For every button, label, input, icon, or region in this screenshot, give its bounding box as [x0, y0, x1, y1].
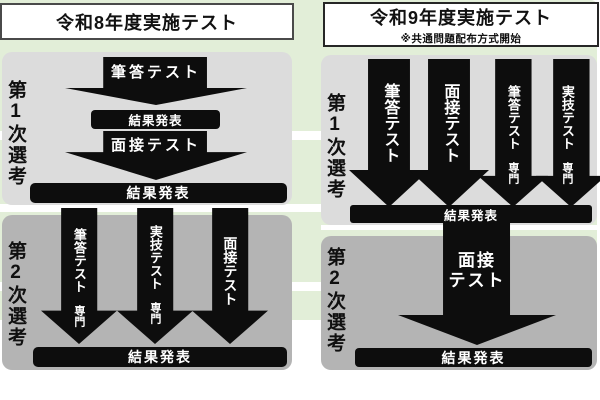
arrow-label-line2: テスト — [448, 271, 506, 290]
arrow-interview-test-big: 面接 テスト — [398, 222, 556, 345]
row-separator — [0, 204, 597, 212]
result-label: 結果発表 — [126, 185, 191, 201]
arrow-written-test: 筆答テスト — [349, 59, 429, 207]
arrow-suffix: 専門 — [560, 162, 573, 184]
arrow-written-test-specialized: 筆答テスト専門 — [478, 59, 548, 207]
arrow-practical-test-specialized: 実技テスト専門 — [536, 59, 600, 207]
result-bar-left-stage2: 結果発表 — [33, 347, 287, 367]
result-bar-left-stage1: 結果発表 — [30, 183, 287, 203]
result-label: 結果発表 — [128, 114, 183, 128]
result-bar-right-stage2: 結果発表 — [355, 348, 592, 367]
title-box-reiwa8: 令和8年度実施テスト — [0, 3, 294, 40]
row-separator — [0, 282, 597, 291]
arrow-label: 面接テスト — [110, 137, 201, 154]
arrow-label: 筆答テスト — [110, 64, 201, 81]
arrow-written-test: 筆答テスト — [65, 57, 247, 105]
arrow-label: 筆答テスト — [505, 85, 521, 150]
arrow-label: 実技テスト — [559, 85, 575, 150]
result-bar-right-stage1: 結果発表 — [350, 205, 592, 223]
result-label: 結果発表 — [441, 349, 506, 366]
title-box-reiwa9: 令和9年度実施テスト ※共通問題配布方式開始 — [323, 2, 599, 47]
row-separator — [0, 131, 597, 140]
result-box-mid: 結果発表 — [91, 110, 220, 129]
label-right-stage2: 第2次選考 — [324, 247, 345, 354]
label-left-stage1: 第1次選考 — [5, 80, 26, 187]
arrow-label: 筆答テスト — [381, 83, 399, 163]
arrow-suffix: 専門 — [506, 162, 519, 184]
arrow-practical-test-specialized: 実技テスト専門 — [117, 208, 193, 344]
arrow-written-test-specialized: 筆答テスト専門 — [41, 208, 117, 344]
arrow-interview-test: 面接テスト — [409, 59, 489, 207]
title-reiwa8: 令和8年度実施テスト — [55, 12, 238, 33]
arrow-label: 面接テスト — [441, 83, 459, 163]
arrow-label: 実技テスト — [147, 225, 163, 290]
arrow-interview-test: 面接テスト — [192, 208, 268, 344]
arrow-suffix: 専門 — [148, 302, 161, 324]
result-label: 結果発表 — [443, 208, 498, 223]
label-right-stage1: 第1次選考 — [324, 93, 345, 200]
title-reiwa9: 令和9年度実施テスト — [369, 7, 552, 28]
result-label: 結果発表 — [128, 349, 192, 365]
arrow-label: 面接テスト — [222, 236, 239, 306]
arrow-label-line1: 面接 — [458, 251, 496, 270]
arrow-suffix: 専門 — [72, 305, 85, 327]
arrow-label: 筆答テスト — [71, 228, 87, 293]
subtitle-common-method: ※共通問題配布方式開始 — [400, 32, 522, 45]
arrow-interview-test: 面接テスト — [65, 131, 247, 180]
label-left-stage2: 第2次選考 — [5, 241, 26, 348]
